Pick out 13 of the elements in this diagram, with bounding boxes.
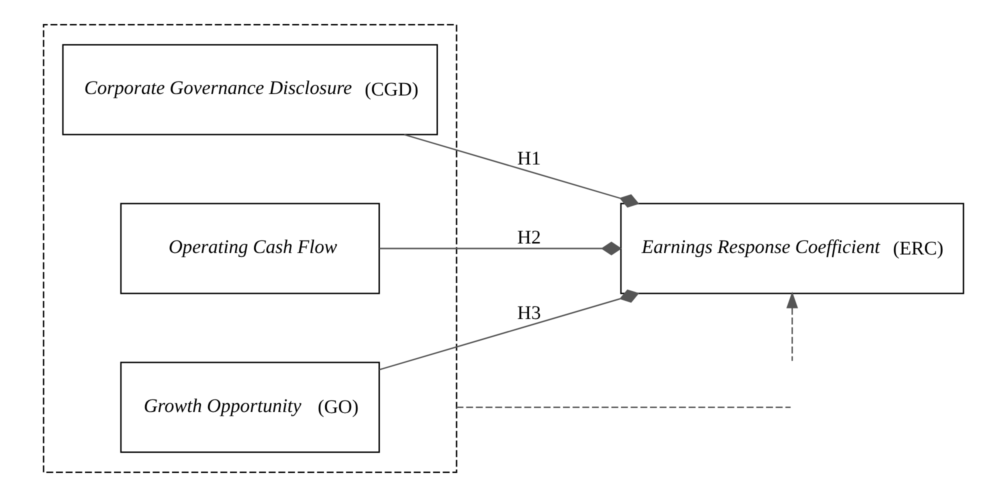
edge-label: H1 (517, 148, 541, 170)
connector (404, 134, 640, 208)
connector (456, 406, 791, 408)
connector (379, 289, 640, 370)
connector (379, 242, 622, 256)
node-box: Growth Opportunity (GO) (120, 362, 380, 453)
node-box: Earnings Response Coefficient (ERC) (620, 202, 964, 294)
edge-label: H2 (517, 227, 541, 248)
arrow (786, 292, 798, 361)
cluster (42, 24, 458, 473)
node-box: Operating Cash Flow (120, 202, 380, 294)
node-box: Corporate Governance Disclosure (CGD) (62, 44, 438, 136)
edge-label: H3 (517, 303, 541, 324)
